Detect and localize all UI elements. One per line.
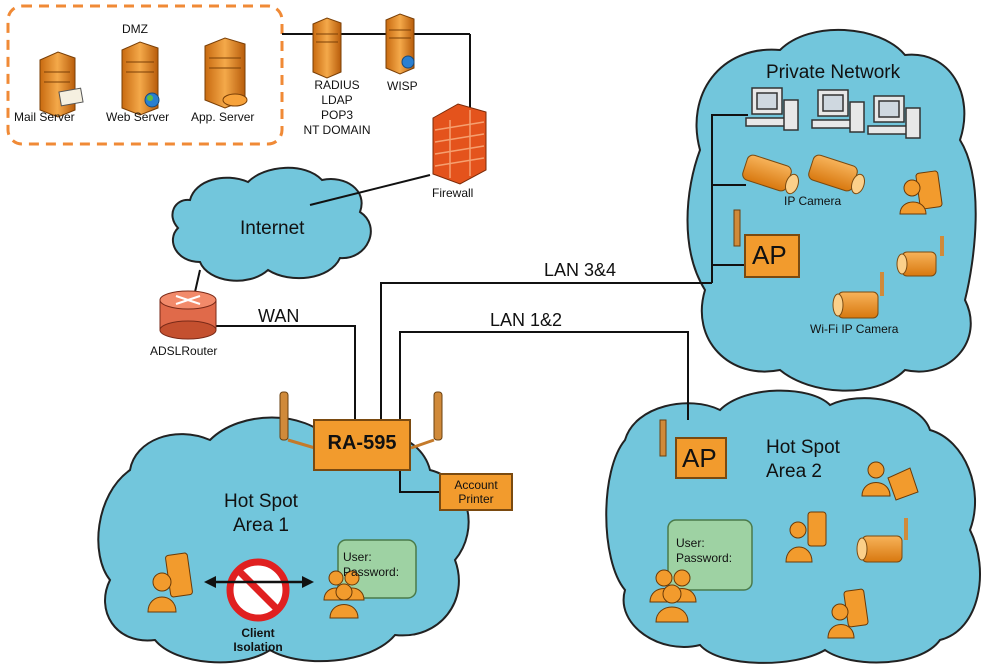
printer-line-2: Printer [458,492,494,506]
app-server-label: App. Server [191,110,255,124]
internet-cloud [171,166,372,282]
ip-camera-label: IP Camera [784,194,842,208]
hotspot1-login-text: User: Password: [343,550,399,580]
hotspot2-title: Hot Spot Area 2 [766,436,840,484]
user-laptop-icon [861,461,919,501]
auth-line-pop3: POP3 [320,108,353,122]
connection-lines [194,33,748,493]
hotspot1-cloud [97,416,470,664]
wifi-camera-icons [832,236,944,319]
wisp-label: WISP [387,79,418,93]
app-server-icon [204,37,248,109]
web-server-label: Web Server [106,110,170,124]
ra-595-label: RA-595 [327,432,397,454]
user-phone-icon [785,511,827,563]
ap-hotspot2-label: AP [682,443,717,473]
ip-camera-icons [742,154,865,195]
printer-line-1: Account [454,478,498,492]
hotspot2-login-text: User: Password: [676,536,732,566]
router-label: ADSLRouter [150,344,218,358]
firewall-icon [432,103,487,185]
user-tablet-icon-hs1 [147,552,193,613]
hotspot1-title: Hot Spot Area 1 [206,490,316,538]
computer-icons [745,87,921,139]
hotspot1-login-box [337,539,417,599]
auth-server-icon [312,17,342,79]
adsl-router-icon [159,290,217,340]
dmz-box [6,4,284,146]
wan-link-label: WAN [258,306,300,326]
isolation-line-1: Client [241,626,275,640]
ap-hotspot2-icon [659,419,727,479]
hotspot2-user-label: User: [676,536,705,550]
hotspot2-login-box [667,519,753,591]
lan12-link-label: LAN 1&2 [490,310,563,330]
ap-private-icon [733,209,800,278]
ap-private-label: AP [752,240,787,270]
isolation-line-2: Isolation [233,640,283,654]
internet-label: Internet [240,218,305,239]
hotspot2-title-line-2: Area 2 [766,461,822,482]
camera-icon-hs2 [856,518,908,563]
account-printer-label: Account Printer [440,478,512,506]
mail-server-label: Mail Server [14,110,75,124]
account-printer-box [439,473,513,511]
wisp-server-icon [385,13,415,75]
hotspot1-title-line-2: Area 1 [233,515,289,536]
client-isolation-label: Client Isolation [222,626,294,654]
hotspot1-password-label: Password: [343,565,400,579]
hotspot1-title-line-1: Hot Spot [224,491,298,512]
ra-595-device [279,391,443,471]
private-network-title: Private Network [766,62,901,83]
wifi-camera-label: Wi-Fi IP Camera [810,322,899,336]
auth-line-ldap: LDAP [321,93,353,107]
user-group-icon-hs2 [649,569,697,623]
hotspot1-user-label: User: [343,550,372,564]
lan34-link-label: LAN 3&4 [544,260,617,280]
user-tablet-icon-pn [899,170,943,215]
mail-server-icon [39,51,84,118]
user-group-icon-hs1 [323,570,365,619]
no-access-icon [204,558,314,622]
hotspot2-password-label: Password: [676,551,733,565]
auth-line-nt-domain: NT DOMAIN [303,123,371,137]
auth-line-radius: RADIUS [314,78,360,92]
dmz-title: DMZ [122,22,148,36]
firewall-label: Firewall [432,186,474,200]
user-tablet-icon-hs2 [827,588,869,639]
auth-server-label: RADIUS LDAP POP3 NT DOMAIN [292,78,382,138]
web-server-icon [121,41,160,116]
hotspot2-title-line-1: Hot Spot [766,437,840,458]
